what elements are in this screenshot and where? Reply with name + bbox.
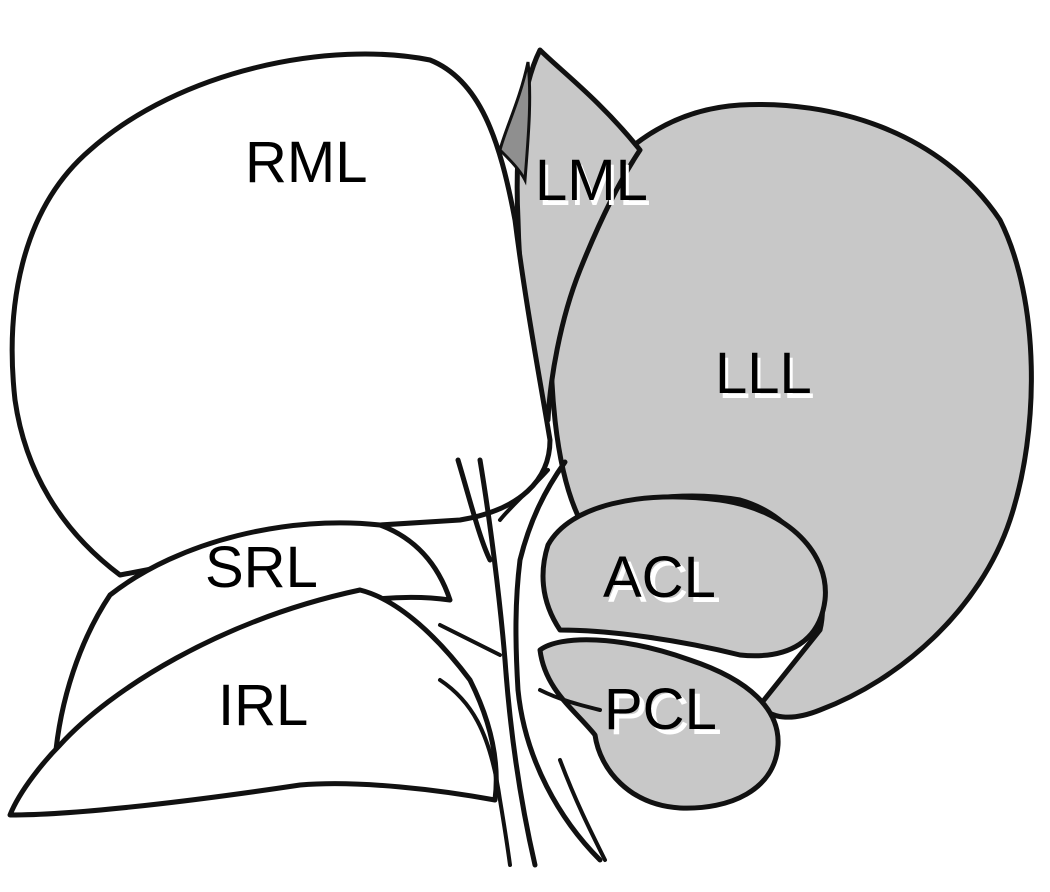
vessel-trunk	[477, 457, 538, 868]
label-srl: SRL	[205, 535, 318, 600]
lobe-lml-fold	[498, 61, 532, 186]
vessel-branch-bottom	[558, 758, 607, 862]
vessel-branch-right	[513, 459, 603, 863]
label-lml-shadow: LML	[538, 153, 651, 218]
label-lll-shadow: LLL	[718, 346, 815, 411]
vessel-branch-lower	[438, 678, 512, 867]
label-rml: RML	[245, 130, 367, 195]
label-irl: IRL	[218, 673, 308, 738]
vessel-branch-upper	[498, 468, 550, 522]
vessel-branch-left	[455, 457, 493, 563]
label-pcl: PCL	[604, 677, 717, 742]
lobe-acl	[540, 494, 828, 659]
label-pcl-shadow: PCL	[609, 682, 722, 747]
lobe-rml	[9, 51, 553, 578]
vessel-branch-pcl	[538, 688, 602, 712]
label-acl-shadow: ACL	[608, 550, 721, 615]
vessel-branch-mid	[438, 623, 502, 657]
label-acl: ACL	[603, 545, 716, 610]
lobe-pcl	[537, 637, 781, 811]
label-lll: LLL	[715, 341, 812, 406]
lobe-irl	[7, 587, 499, 818]
label-lml: LML	[535, 148, 648, 213]
lobe-lml	[514, 47, 643, 423]
